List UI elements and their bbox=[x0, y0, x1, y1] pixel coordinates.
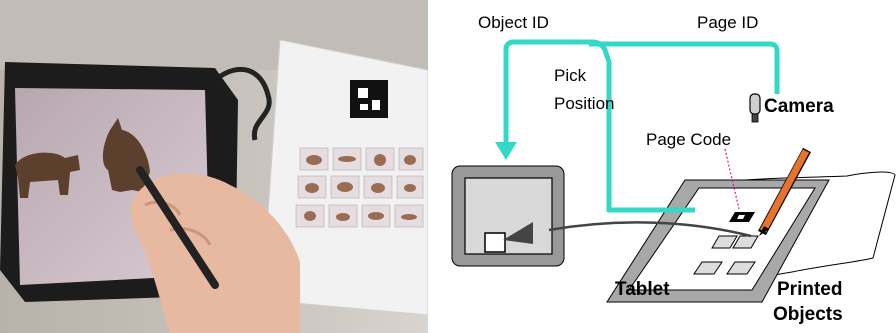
system-diagram: Object ID Page ID Pick Position Camera P… bbox=[451, 13, 896, 325]
hand-with-stylus bbox=[130, 166, 300, 333]
camera-icon bbox=[749, 93, 761, 123]
display-screen bbox=[451, 165, 565, 267]
stylus-pen bbox=[758, 147, 811, 236]
page-code-marker bbox=[729, 212, 755, 222]
object-id-arrowhead bbox=[495, 142, 517, 160]
position-arrowhead bbox=[503, 222, 533, 244]
label-pick: Pick bbox=[554, 66, 587, 85]
label-objects: Objects bbox=[773, 304, 843, 325]
label-page-code: Page Code bbox=[646, 130, 731, 149]
printed-object-squares bbox=[693, 235, 759, 275]
label-printed: Printed bbox=[777, 279, 842, 300]
label-tablet: Tablet bbox=[615, 279, 670, 300]
label-object-id: Object ID bbox=[478, 13, 549, 32]
label-page-id: Page ID bbox=[697, 13, 758, 32]
picked-object-square bbox=[484, 232, 506, 253]
position-arrow bbox=[548, 221, 752, 238]
fiducial-marker bbox=[350, 80, 388, 118]
label-position: Position bbox=[554, 94, 614, 113]
connection-lines bbox=[503, 39, 780, 213]
tablet-photo bbox=[0, 0, 428, 333]
printed-sheet bbox=[261, 39, 428, 316]
label-camera: Camera bbox=[764, 96, 834, 117]
